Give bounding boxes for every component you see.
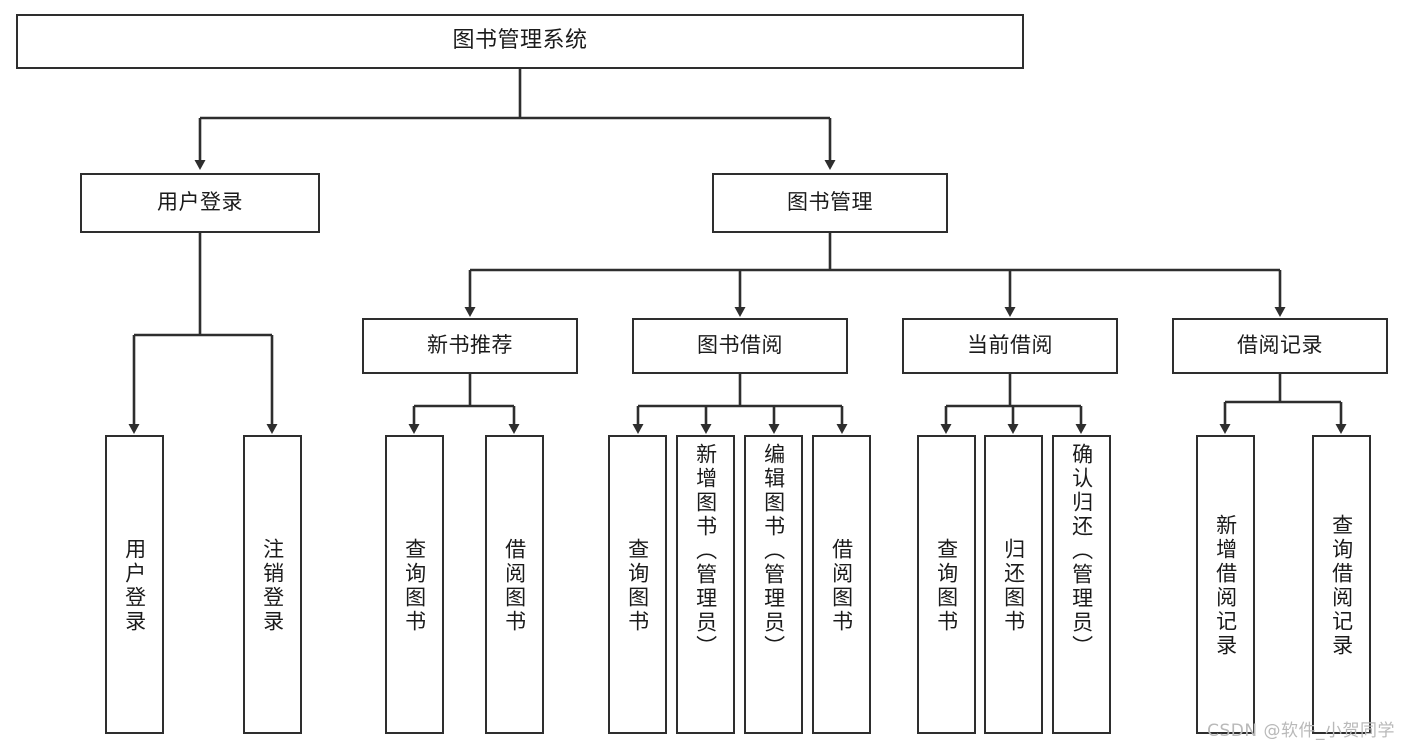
node-leaf-query-book-1-label: 查询图书 [402,537,427,634]
node-leaf-confirm-return[interactable]: 确认归还（管理员） [1052,435,1111,734]
node-book-management[interactable]: 图书管理 [712,173,948,233]
node-leaf-query-book-3[interactable]: 查询图书 [917,435,976,734]
node-borrow-record[interactable]: 借阅记录 [1172,318,1388,374]
node-leaf-confirm-return-label: 确认归还（管理员） [1069,443,1094,659]
node-leaf-query-record-label: 查询借阅记录 [1329,513,1354,658]
node-book-management-label: 图书管理 [787,190,873,215]
node-leaf-borrow-book-1[interactable]: 借阅图书 [485,435,544,734]
node-current-borrow[interactable]: 当前借阅 [902,318,1118,374]
node-new-book-recommend-label: 新书推荐 [427,333,513,358]
node-leaf-borrow-book-1-label: 借阅图书 [502,537,527,634]
node-leaf-add-record-label: 新增借阅记录 [1213,513,1238,658]
node-new-book-recommend[interactable]: 新书推荐 [362,318,578,374]
node-leaf-user-login-label: 用户登录 [122,537,147,634]
node-leaf-query-record[interactable]: 查询借阅记录 [1312,435,1371,734]
node-user-login[interactable]: 用户登录 [80,173,320,233]
node-leaf-add-book[interactable]: 新增图书（管理员） [676,435,735,734]
node-book-borrow-label: 图书借阅 [697,333,783,358]
node-leaf-borrow-book-2-label: 借阅图书 [829,537,854,634]
node-leaf-add-record[interactable]: 新增借阅记录 [1196,435,1255,734]
node-root-label: 图书管理系统 [452,28,588,54]
node-leaf-add-book-label: 新增图书（管理员） [693,443,718,659]
node-leaf-user-login[interactable]: 用户登录 [105,435,164,734]
node-root[interactable]: 图书管理系统 [16,14,1024,69]
node-leaf-query-book-1[interactable]: 查询图书 [385,435,444,734]
node-leaf-return-book-label: 归还图书 [1001,537,1026,634]
node-book-borrow[interactable]: 图书借阅 [632,318,848,374]
node-borrow-record-label: 借阅记录 [1237,333,1323,358]
node-leaf-query-book-3-label: 查询图书 [934,537,959,634]
node-leaf-query-book-2-label: 查询图书 [625,537,650,634]
node-leaf-edit-book[interactable]: 编辑图书（管理员） [744,435,803,734]
node-leaf-borrow-book-2[interactable]: 借阅图书 [812,435,871,734]
node-user-login-label: 用户登录 [157,190,243,215]
node-leaf-logout-label: 注销登录 [260,537,285,634]
watermark-text: CSDN @软件_小贺同学 [1207,721,1395,741]
node-leaf-query-book-2[interactable]: 查询图书 [608,435,667,734]
node-leaf-logout[interactable]: 注销登录 [243,435,302,734]
node-leaf-return-book[interactable]: 归还图书 [984,435,1043,734]
node-current-borrow-label: 当前借阅 [967,333,1053,358]
node-leaf-edit-book-label: 编辑图书（管理员） [761,443,786,659]
